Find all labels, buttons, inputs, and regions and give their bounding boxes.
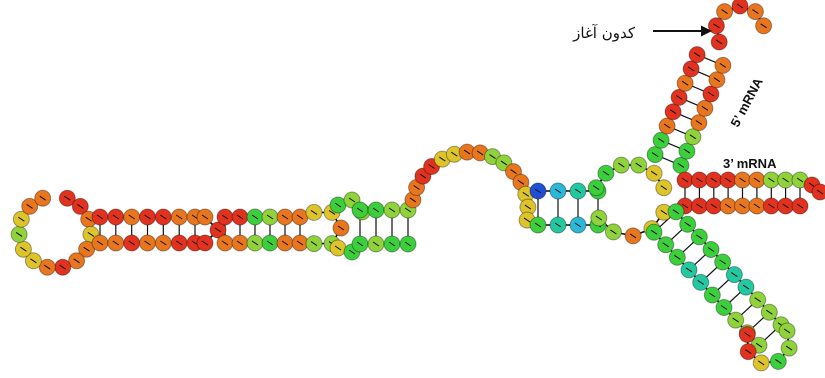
three-prime-mrna-label: 3’ mRNA — [723, 156, 777, 171]
start-codon-label: کدون آغاز — [572, 24, 636, 42]
nucleotide-137 — [812, 184, 825, 200]
start-codon-arrow-icon — [653, 26, 712, 37]
nucleotide-115 — [732, 0, 748, 14]
five-prime-mrna-label: 5’ mRNA — [727, 75, 766, 130]
nucleotides — [11, 0, 825, 371]
